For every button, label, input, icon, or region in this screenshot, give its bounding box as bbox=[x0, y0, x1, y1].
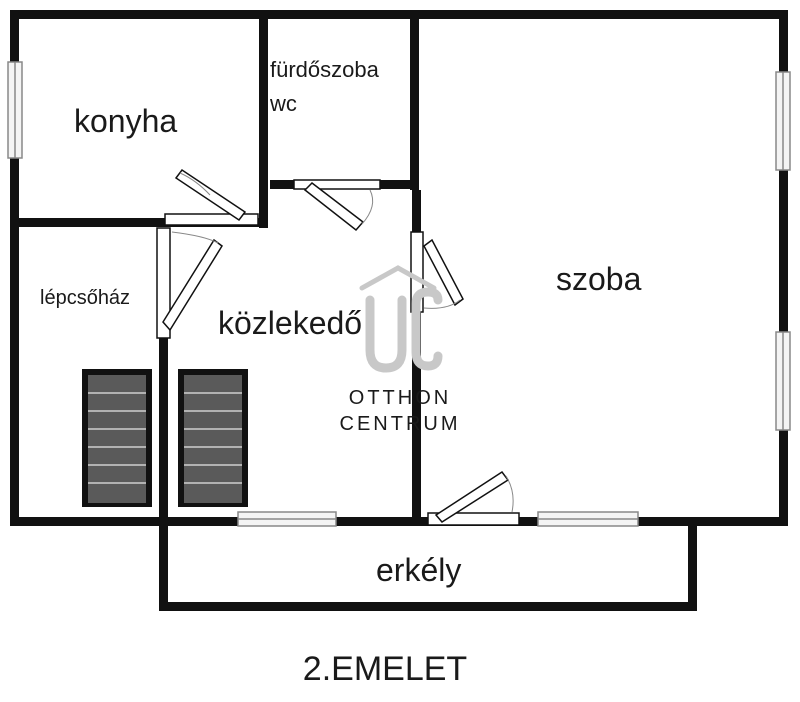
wall-bath-right bbox=[410, 10, 419, 190]
watermark-logo bbox=[359, 265, 443, 373]
room-label-bathroom: fürdőszoba bbox=[270, 57, 380, 82]
room-label-hallway: közlekedő bbox=[218, 305, 362, 341]
wall-right bbox=[779, 10, 788, 526]
wall-balcony-right bbox=[688, 518, 697, 611]
wall-left bbox=[10, 10, 19, 526]
door-staircase bbox=[156, 227, 223, 339]
window-room-right-upper bbox=[775, 71, 791, 171]
room-label-staircase: lépcsőház bbox=[40, 287, 130, 309]
watermark-line1: OTTHON bbox=[349, 387, 451, 409]
window-room-bottom bbox=[537, 511, 639, 527]
wall-balcony-bottom bbox=[159, 602, 697, 611]
room-label-kitchen: konyha bbox=[74, 103, 177, 139]
window-hall-bottom bbox=[237, 511, 337, 527]
room-label-room: szoba bbox=[556, 261, 642, 297]
wall-stair-right bbox=[159, 228, 168, 610]
watermark-letter-o bbox=[365, 295, 407, 373]
floor-label: 2.EMELET bbox=[303, 650, 467, 688]
door-kitchen bbox=[164, 168, 259, 226]
wall-top bbox=[10, 10, 786, 19]
windows bbox=[7, 61, 791, 527]
room-label-balcony: erkély bbox=[376, 552, 461, 588]
room-label-wc: wc bbox=[269, 91, 297, 116]
wall-bottom bbox=[10, 517, 788, 526]
wall-kitchen-right bbox=[259, 10, 268, 228]
door-balcony bbox=[427, 470, 520, 526]
watermark-letter-c bbox=[411, 287, 443, 371]
stairs-right bbox=[178, 369, 248, 507]
watermark-line2: CENTRUM bbox=[340, 413, 461, 435]
door-bathroom bbox=[293, 179, 381, 232]
wall-kitchen-bottom bbox=[10, 218, 268, 227]
stairs-left bbox=[82, 369, 152, 507]
window-room-right-lower bbox=[775, 331, 791, 431]
watermark-roof-icon bbox=[359, 265, 437, 291]
window-kitchen-left bbox=[7, 61, 23, 159]
